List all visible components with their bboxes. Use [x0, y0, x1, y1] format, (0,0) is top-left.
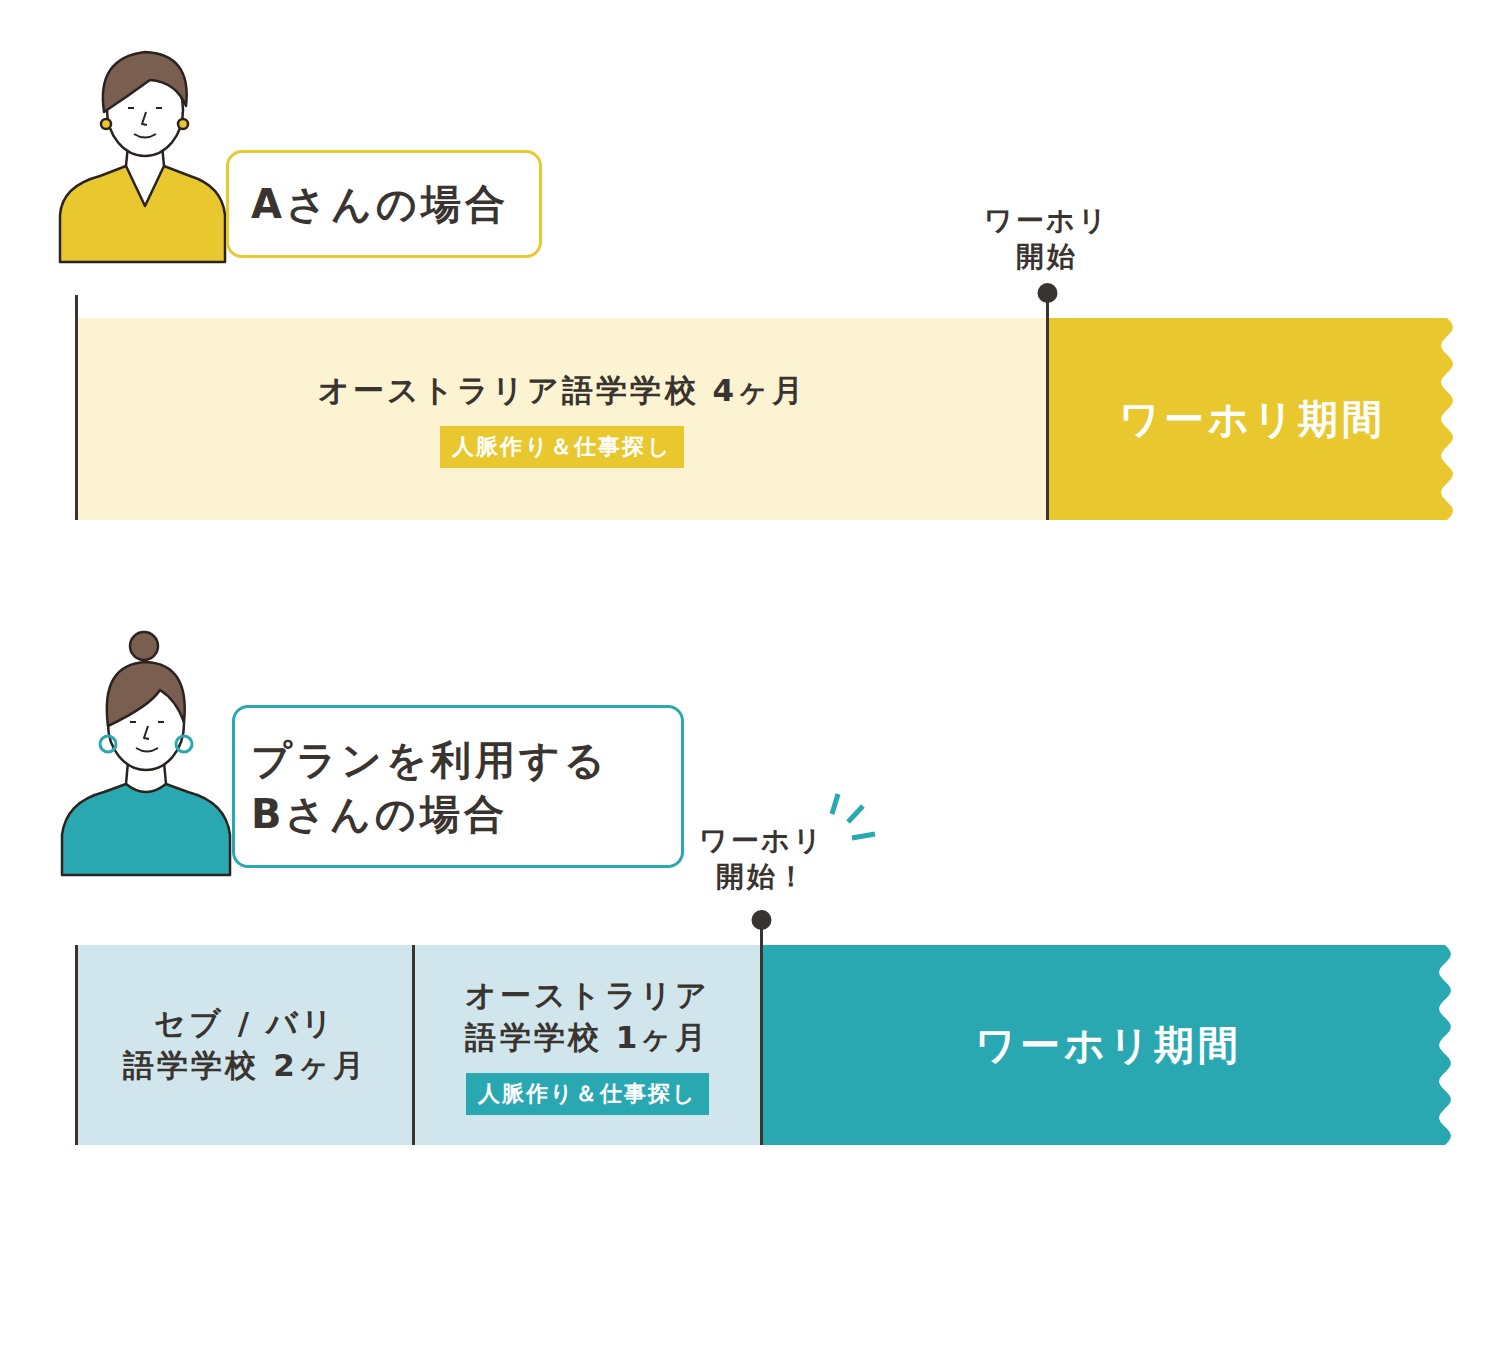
person-a: [60, 52, 225, 262]
band-text: ワーホリ期間: [1119, 392, 1386, 446]
band-fill: [1049, 318, 1453, 520]
band-text: オーストラリア 語学学校 1ヶ月: [433, 975, 743, 1059]
heading-text: プランを利用する Bさんの場合: [251, 733, 651, 841]
school-band: オーストラリア 語学学校 1ヶ月人脈作り＆仕事探し: [415, 945, 760, 1145]
school-band: セブ / バリ 語学学校 2ヶ月: [78, 945, 412, 1145]
milestone-label: ワーホリ 開始: [962, 203, 1132, 276]
title-bubble: Aさんの場合: [226, 150, 542, 258]
band-fill: [763, 945, 1451, 1145]
start-dot: [752, 910, 772, 930]
milestone-label: ワーホリ 開始！: [677, 823, 847, 896]
tag-text: 人脈作り＆仕事探し: [452, 432, 672, 462]
sparkle: [832, 794, 875, 838]
person-b: [62, 632, 230, 875]
tag-text: 人脈作り＆仕事探し: [478, 1079, 698, 1109]
start-dot: [1038, 283, 1058, 303]
title-bubble: プランを利用する Bさんの場合: [232, 705, 684, 868]
band-text: オーストラリア語学学校 4ヶ月: [318, 370, 807, 412]
band-text: ワーホリ期間: [975, 1018, 1242, 1072]
working-holiday-band: ワーホリ期間: [763, 945, 1453, 1145]
band-text: セブ / バリ 語学学校 2ヶ月: [110, 1003, 380, 1087]
working-holiday-band: ワーホリ期間: [1049, 318, 1455, 520]
activity-tag: 人脈作り＆仕事探し: [440, 426, 684, 468]
activity-tag: 人脈作り＆仕事探し: [466, 1073, 710, 1115]
heading-text: Aさんの場合: [251, 177, 509, 231]
school-band: オーストラリア語学学校 4ヶ月人脈作り＆仕事探し: [78, 318, 1046, 520]
